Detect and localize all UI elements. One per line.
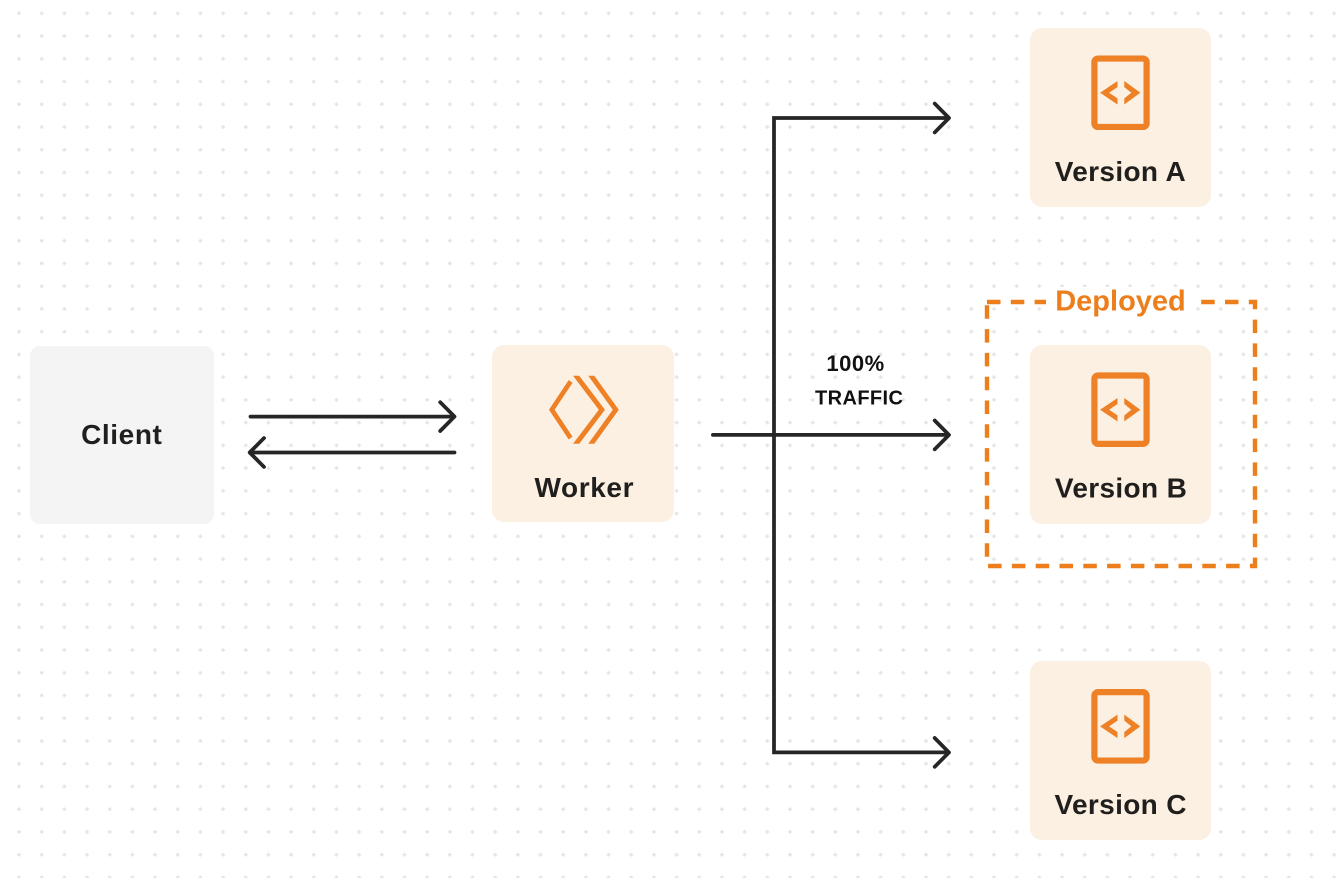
svg-text:Version C: Version C (1055, 789, 1187, 820)
svg-text:TRAFFIC: TRAFFIC (815, 388, 903, 410)
svg-text:Version A: Version A (1055, 156, 1186, 187)
svg-text:Deployed: Deployed (1055, 285, 1186, 317)
svg-text:Worker: Worker (535, 472, 635, 503)
svg-text:Version B: Version B (1055, 473, 1187, 504)
svg-text:100%: 100% (826, 351, 884, 376)
svg-text:Client: Client (81, 419, 162, 450)
